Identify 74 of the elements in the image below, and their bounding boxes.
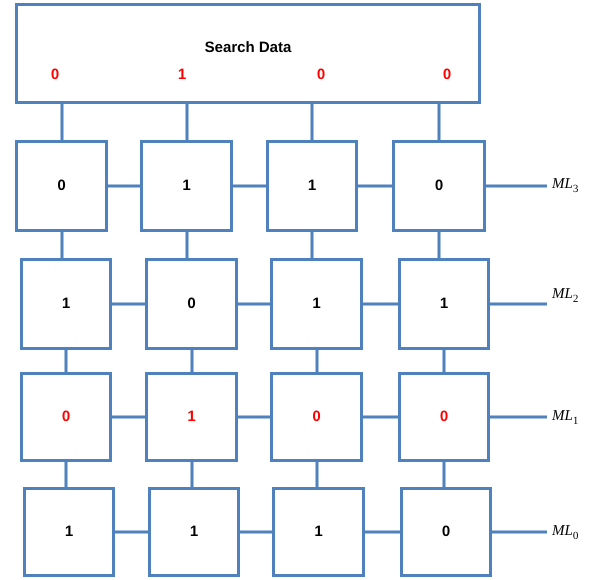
cell-bit: 1	[187, 408, 196, 425]
match-line-label: ML$_{1}$	[552, 408, 578, 427]
connector-line	[358, 184, 392, 188]
memory-cell	[20, 258, 112, 350]
cell-bit: 0	[440, 408, 448, 425]
connector-line	[233, 184, 266, 188]
search-bit: 0	[50, 66, 60, 83]
connector-line	[442, 350, 446, 372]
connector-line	[190, 350, 194, 372]
connector-line	[363, 302, 398, 306]
cell-bit: 1	[190, 523, 198, 540]
cell-bit: 1	[308, 177, 316, 194]
memory-cell	[400, 487, 492, 577]
search-bit: 1	[178, 66, 186, 83]
connector-line	[316, 462, 318, 487]
memory-cell	[398, 372, 490, 462]
memory-cell	[398, 258, 490, 350]
memory-cell	[270, 258, 363, 350]
cell-bit: 0	[434, 177, 444, 194]
search-bit: 0	[442, 66, 452, 83]
memory-cell	[392, 140, 486, 232]
connector-line	[186, 104, 188, 140]
connector-line	[112, 416, 145, 418]
cell-bit: 0	[57, 177, 66, 194]
connector-line	[238, 416, 270, 418]
cell-bit: 1	[440, 295, 448, 312]
match-line-label: ML$_{0}$	[552, 523, 578, 542]
cell-bit: 1	[64, 523, 74, 540]
cell-bit: 0	[442, 523, 450, 540]
match-line	[490, 302, 547, 306]
connector-line	[316, 350, 318, 372]
memory-cell	[20, 372, 112, 462]
memory-cell	[145, 372, 238, 462]
connector-line	[310, 104, 314, 140]
connector-line	[64, 462, 68, 487]
connector-line	[363, 416, 398, 418]
connector-line	[60, 104, 64, 140]
search-data-title: Search Data	[204, 39, 292, 56]
connector-line	[310, 232, 314, 258]
cell-bit: 0	[312, 408, 321, 425]
connector-line	[186, 232, 188, 258]
connector-line	[108, 184, 140, 188]
connector-line	[190, 462, 194, 487]
connector-line	[365, 530, 400, 534]
memory-cell	[145, 258, 238, 350]
connector-line	[240, 530, 272, 534]
cell-bit: 1	[314, 523, 323, 540]
connector-line	[64, 350, 68, 372]
cell-bit: 1	[62, 295, 70, 312]
memory-cell	[15, 140, 108, 232]
memory-cell	[270, 372, 363, 462]
search-data-box	[15, 3, 481, 104]
connector-line	[238, 302, 270, 306]
connector-line	[442, 462, 446, 487]
memory-cell	[23, 487, 115, 577]
cell-bit: 0	[62, 408, 70, 425]
connector-line	[438, 232, 440, 258]
cell-bit: 1	[182, 177, 191, 194]
search-bit: 0	[316, 66, 326, 83]
connector-line	[438, 104, 440, 140]
cell-bit: 0	[187, 295, 196, 312]
memory-cell	[266, 140, 358, 232]
memory-cell	[140, 140, 233, 232]
match-line	[492, 530, 547, 534]
cell-bit: 1	[312, 295, 321, 312]
match-line-label: ML$_{2}$	[552, 286, 578, 305]
connector-line	[115, 530, 148, 534]
match-line-label: ML$_{3}$	[552, 176, 578, 195]
memory-cell	[272, 487, 365, 577]
memory-cell	[148, 487, 240, 577]
match-line	[490, 416, 547, 418]
match-line	[486, 184, 547, 188]
connector-line	[60, 232, 64, 258]
connector-line	[112, 302, 145, 306]
